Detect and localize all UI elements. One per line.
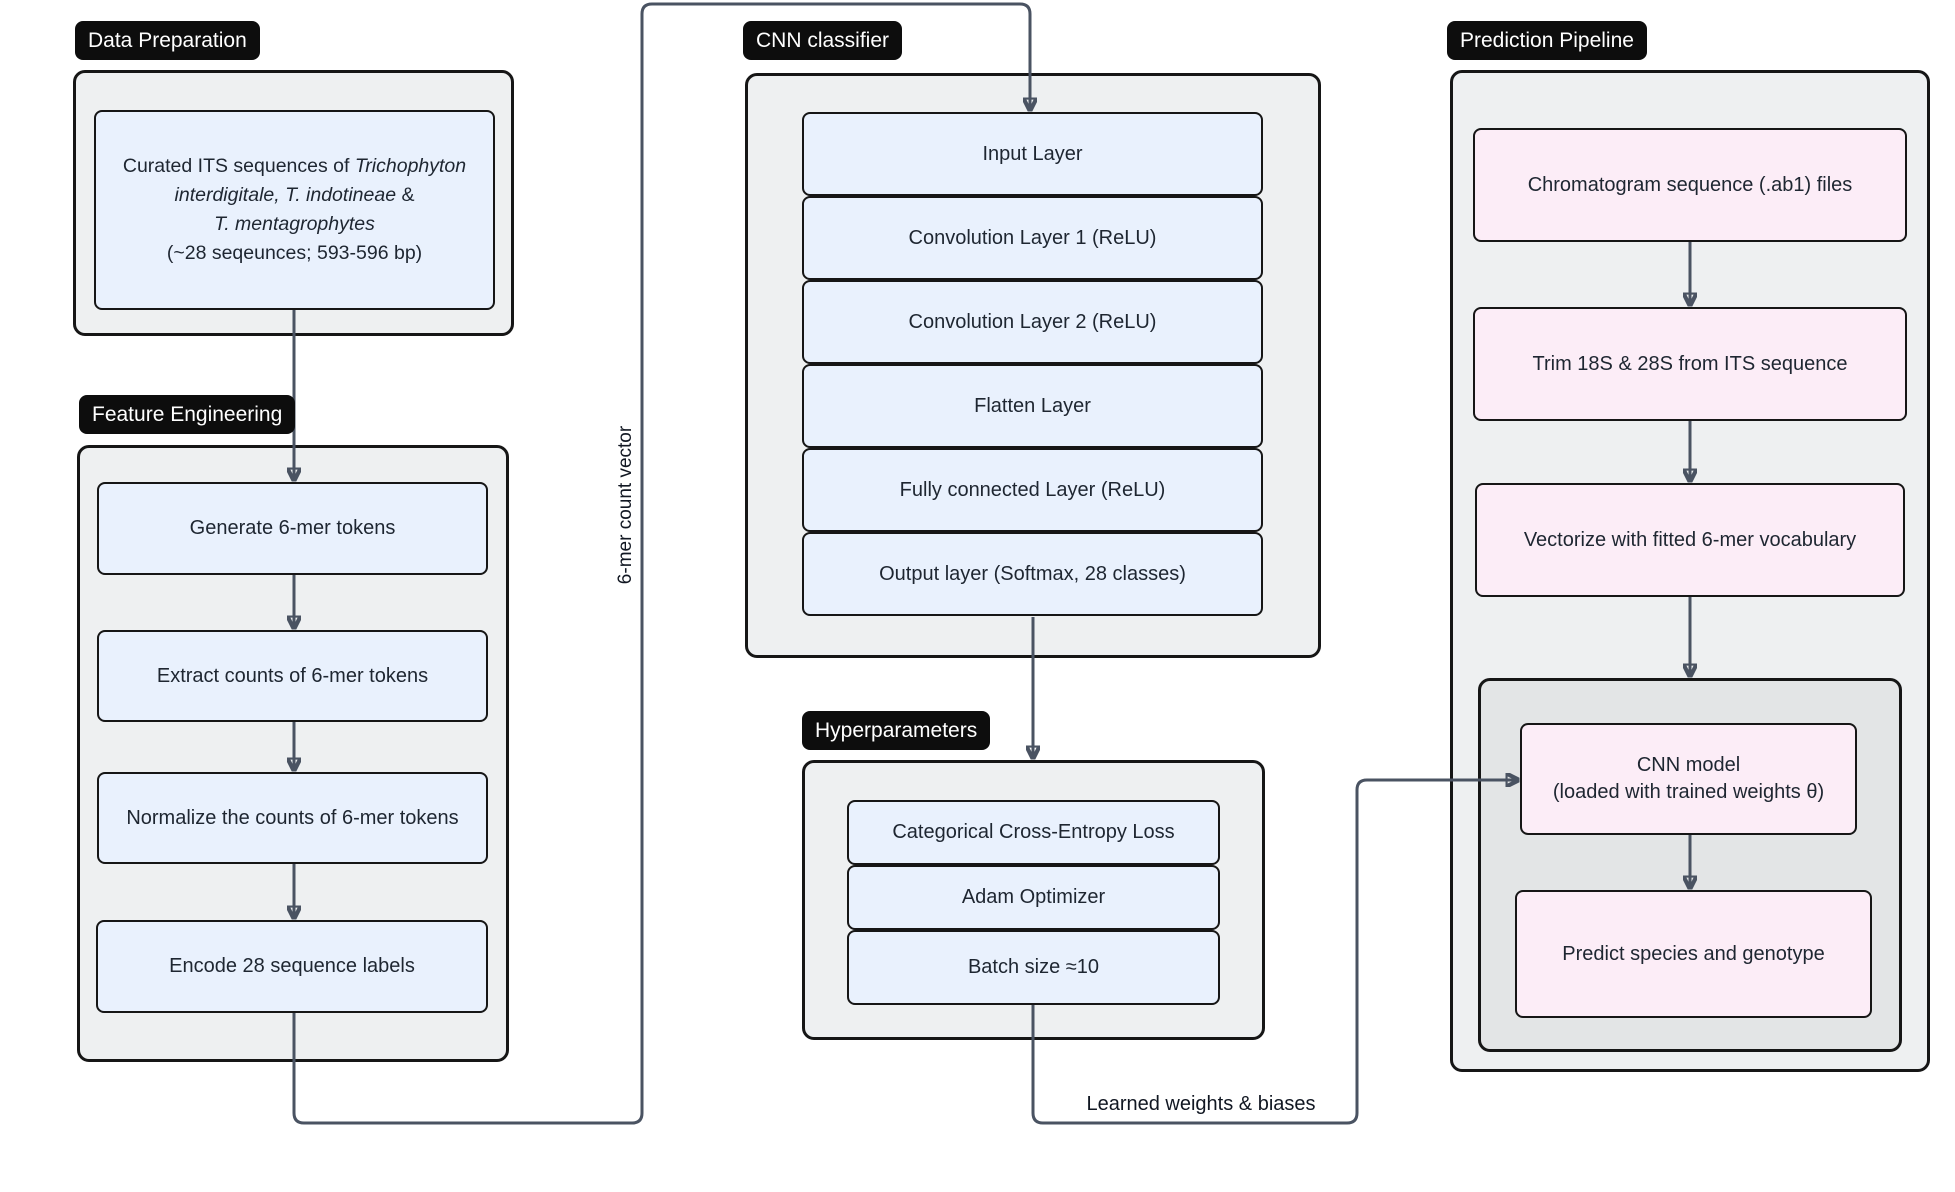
curated-sequences-text: Curated ITS sequences of Trichophyton in… [123, 152, 466, 268]
curated-line1-italic: Trichophyton [354, 155, 467, 177]
hyperparam-optimizer: Adam Optimizer [847, 865, 1220, 930]
layer-flatten: Flatten Layer [802, 364, 1263, 448]
curated-line1-regular: Curated ITS sequences of [122, 155, 355, 177]
step-generate-6mer-tokens: Generate 6-mer tokens [97, 482, 488, 575]
layer-input: Input Layer [802, 112, 1263, 196]
section-label-cnn-classifier: CNN classifier [743, 21, 903, 60]
pred-step-vectorize: Vectorize with fitted 6-mer vocabulary [1475, 483, 1905, 597]
curated-line4: (~28 seqeunces; 593-596 bp) [166, 242, 423, 264]
pred-cnn-model-node: CNN model (loaded with trained weights θ… [1520, 723, 1857, 835]
cnn-model-line2: (loaded with trained weights θ) [1552, 781, 1825, 803]
layer-convolution-2: Convolution Layer 2 (ReLU) [802, 280, 1263, 364]
section-label-feature-engineering: Feature Engineering [79, 395, 296, 434]
curated-line2-italic: interdigitale, T. indotineae [174, 184, 397, 206]
section-label-data-preparation: Data Preparation [75, 21, 260, 60]
layer-convolution-1: Convolution Layer 1 (ReLU) [802, 196, 1263, 280]
pred-step-chromatogram-files: Chromatogram sequence (.ab1) files [1473, 128, 1907, 242]
section-label-prediction-pipeline: Prediction Pipeline [1447, 21, 1647, 60]
cnn-model-line1: CNN model [1636, 754, 1741, 776]
pred-step-trim-its: Trim 18S & 28S from ITS sequence [1473, 307, 1907, 421]
pred-step-predict-species: Predict species and genotype [1515, 890, 1872, 1018]
edge-label-learned-weights: Learned weights & biases [1086, 1093, 1316, 1115]
hyperparam-batch-size: Batch size ≈10 [847, 930, 1220, 1005]
step-normalize-6mer-counts: Normalize the counts of 6-mer tokens [97, 772, 488, 864]
section-label-hyperparameters: Hyperparameters [802, 711, 991, 750]
curated-line2-regular: & [396, 184, 415, 206]
hyperparam-loss: Categorical Cross-Entropy Loss [847, 800, 1220, 865]
curated-sequences-node: Curated ITS sequences of Trichophyton in… [94, 110, 495, 310]
step-extract-6mer-counts: Extract counts of 6-mer tokens [97, 630, 488, 722]
step-encode-sequence-labels: Encode 28 sequence labels [96, 920, 488, 1013]
pred-cnn-model-text: CNN model (loaded with trained weights θ… [1553, 752, 1824, 806]
edge-label-6mer-count-vector: 6-mer count vector [615, 425, 636, 585]
layer-fully-connected: Fully connected Layer (ReLU) [802, 448, 1263, 532]
layer-output: Output layer (Softmax, 28 classes) [802, 532, 1263, 616]
curated-line3-italic: T. mentagrophytes [214, 213, 375, 235]
